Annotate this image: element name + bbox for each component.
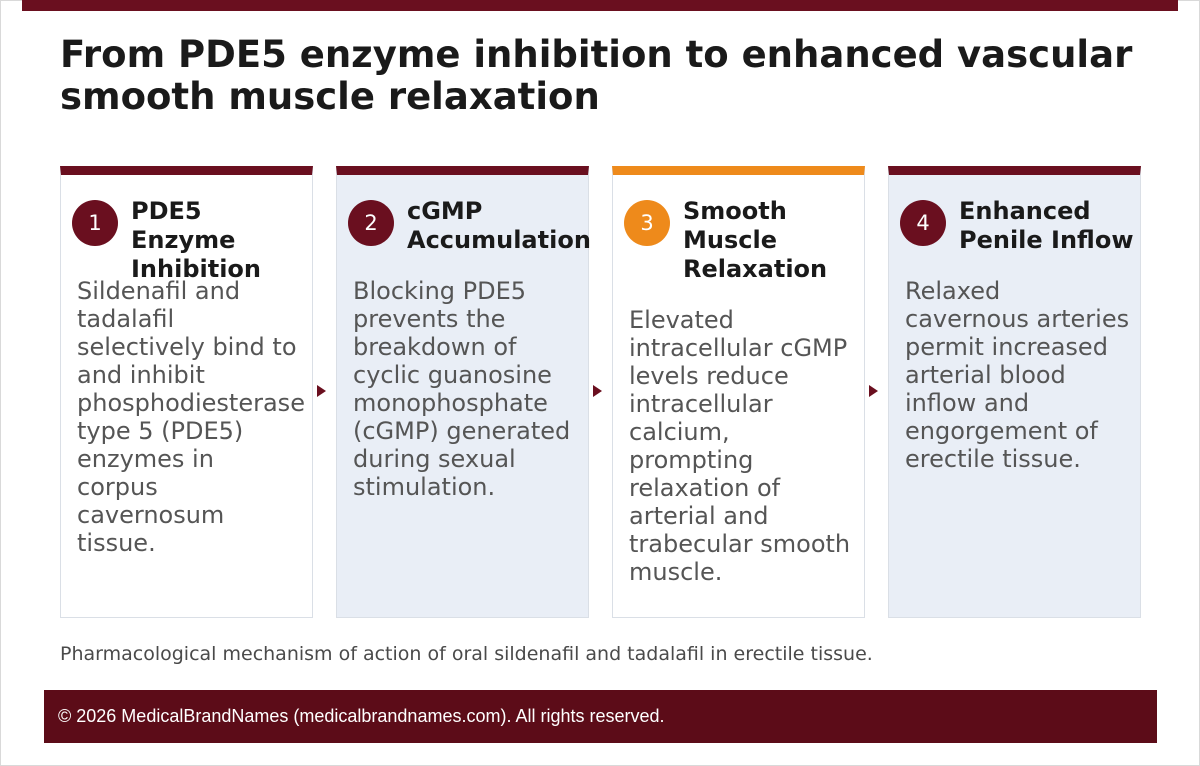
step-description: Sildenafil and tadalafil selectively bin…: [77, 277, 305, 557]
copyright-footer: © 2026 MedicalBrandNames (medicalbrandna…: [44, 690, 1157, 743]
step-number-badge: 4: [900, 200, 946, 246]
step-card-4: 4 Enhanced Penile Inflow Relaxed caverno…: [888, 166, 1141, 618]
step-description: Blocking PDE5 prevents the breakdown of …: [353, 277, 571, 501]
figure-caption: Pharmacological mechanism of action of o…: [60, 643, 873, 665]
step-card-1: 1 PDE5 Enzyme Inhibition Sildenafil and …: [60, 166, 313, 618]
step-description: Relaxed cavernous arteries permit increa…: [905, 277, 1130, 473]
step-title: PDE5 Enzyme Inhibition: [131, 197, 262, 283]
top-accent-bar: [22, 0, 1178, 11]
step-number-badge: 1: [72, 200, 118, 246]
flow-arrow-icon: [869, 385, 878, 397]
step-card-2: 2 cGMP Accumulation Blocking PDE5 preven…: [336, 166, 591, 618]
flow-arrow-icon: [593, 385, 602, 397]
flow-arrow-icon: [317, 385, 326, 397]
copyright-text: © 2026 MedicalBrandNames (medicalbrandna…: [58, 706, 665, 726]
step-number-badge: 3: [624, 200, 670, 246]
step-title: Smooth Muscle Relaxation: [683, 197, 828, 283]
step-description: Elevated intracellular cGMP levels reduc…: [629, 306, 851, 586]
step-number-badge: 2: [348, 200, 394, 246]
page-title: From PDE5 enzyme inhibition to enhanced …: [60, 33, 1133, 118]
step-title: cGMP Accumulation: [407, 197, 591, 254]
step-title: Enhanced Penile Inflow: [959, 197, 1134, 254]
step-card-3: 3 Smooth Muscle Relaxation Elevated intr…: [612, 166, 865, 618]
